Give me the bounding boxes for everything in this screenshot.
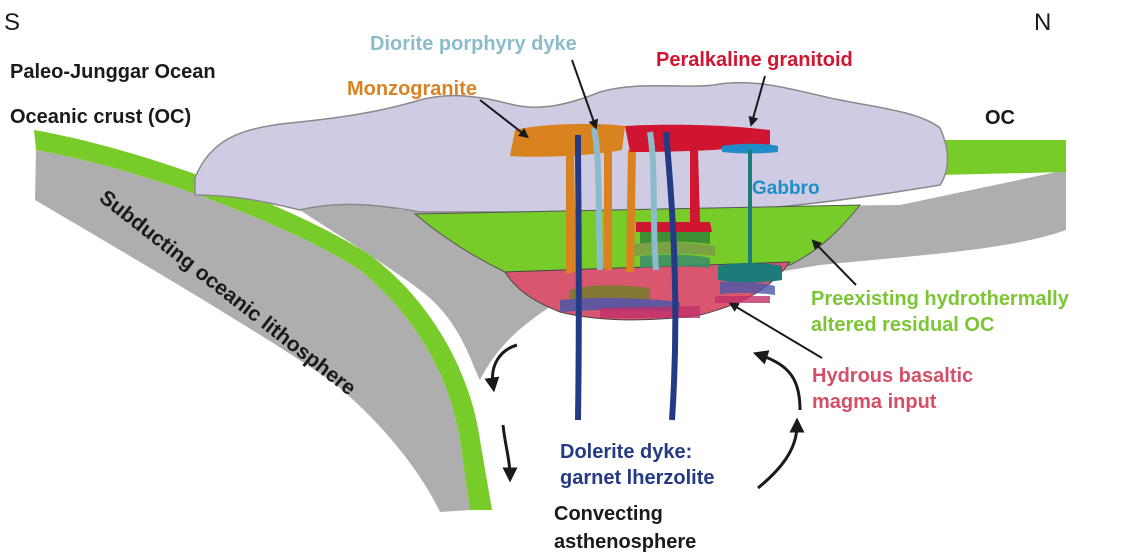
down-arrow-2 [503, 425, 510, 475]
ocean-label: Paleo-Junggar Ocean [10, 61, 216, 83]
compass-north: N [1034, 9, 1051, 36]
peralkaline-label: Peralkaline granitoid [656, 49, 853, 71]
oceanic-crust-label: Oceanic crust (OC) [10, 106, 191, 128]
convecting-label-2: asthenosphere [554, 531, 696, 553]
dolerite-label-2: garnet lherzolite [560, 467, 714, 489]
oceanic-crust-right [930, 140, 1066, 175]
leader-hydrous-magma [733, 305, 822, 358]
convecting-label-1: Convecting [554, 503, 663, 525]
up-arrow-1 [758, 425, 797, 488]
diorite-label: Diorite porphyry dyke [370, 33, 577, 55]
preexisting-label-2: altered residual OC [811, 314, 994, 336]
hydrous-label-2: magma input [812, 391, 937, 413]
up-arrow-2 [760, 355, 800, 410]
gabbro-label: Gabbro [752, 178, 820, 199]
oc-right-label: OC [985, 107, 1015, 129]
preexisting-label-1: Preexisting hydrothermally [811, 288, 1070, 310]
hydrous-label-1: Hydrous basaltic [812, 365, 973, 387]
dolerite-label-1: Dolerite dyke: [560, 441, 692, 463]
compass-south: S [4, 9, 20, 36]
monzogranite-label: Monzogranite [347, 78, 477, 100]
